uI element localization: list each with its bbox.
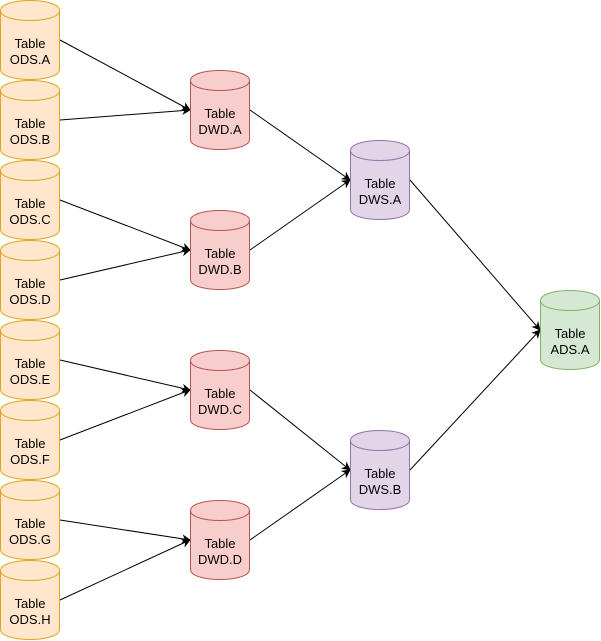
cylinder-top-rim — [190, 360, 250, 371]
edges-layer — [59, 39, 541, 601]
node-label-line2: DWD.C — [198, 402, 242, 417]
node-label-line1: Table — [204, 106, 235, 121]
node-label-line1: Table — [204, 536, 235, 551]
edge-ods-f-to-dwd-c — [59, 388, 191, 441]
cylinder-body — [190, 500, 250, 580]
node-label-line2: DWS.A — [359, 192, 402, 207]
node-label-line2: ODS.F — [10, 452, 50, 467]
cylinder-top-rim — [540, 300, 600, 311]
node-label-line1: Table — [14, 276, 45, 291]
edge-ods-h-to-dwd-d — [59, 539, 191, 601]
edge-dwd-a-to-dws-a — [249, 109, 351, 181]
cylinder-top-rim — [190, 510, 250, 521]
edge-ods-g-to-dwd-d — [59, 519, 191, 544]
node-label-line2: ADS.A — [550, 342, 589, 357]
cylinder-top-rim — [350, 150, 410, 161]
edge-ods-b-to-dwd-a — [59, 106, 191, 121]
cylinder-top-rim — [0, 570, 60, 581]
node-label-line1: Table — [554, 326, 585, 341]
cylinder-top-rim — [0, 170, 60, 181]
cylinder-body — [0, 320, 60, 400]
node-label-line2: ODS.E — [10, 372, 51, 387]
edge-dwd-d-to-dws-b — [249, 469, 351, 541]
edge-ods-c-to-dwd-b — [59, 199, 191, 252]
edge-dws-a-to-ads-a — [409, 179, 541, 331]
cylinder-body — [0, 480, 60, 560]
node-label-line1: Table — [14, 596, 45, 611]
node-label-line1: Table — [14, 36, 45, 51]
node-label-line1: Table — [14, 196, 45, 211]
cylinder-body — [0, 400, 60, 480]
node-label-line1: Table — [14, 516, 45, 531]
node-label-line2: DWD.D — [198, 552, 242, 567]
edge-dwd-c-to-dws-b — [249, 389, 351, 471]
edge-ods-a-to-dwd-a — [59, 39, 191, 111]
node-label-line2: ODS.H — [9, 612, 50, 627]
cylinder-top-rim — [350, 440, 410, 451]
edge-ods-d-to-dwd-b — [59, 247, 191, 281]
node-label-line1: Table — [14, 436, 45, 451]
cylinder-body — [0, 160, 60, 240]
node-label-line2: ODS.D — [9, 292, 50, 307]
cylinder-body — [190, 210, 250, 290]
node-label-line1: Table — [364, 176, 395, 191]
node-label-line2: ODS.C — [9, 212, 50, 227]
node-label-line2: DWD.A — [198, 122, 242, 137]
cylinder-body — [0, 0, 60, 80]
cylinder-body — [0, 240, 60, 320]
cylinder-top-rim — [0, 90, 60, 101]
cylinder-body — [190, 70, 250, 150]
cylinder-top-rim — [190, 80, 250, 91]
cylinder-top-rim — [0, 410, 60, 421]
node-label-line1: Table — [14, 116, 45, 131]
node-label-line2: DWD.B — [198, 262, 241, 277]
cylinder-body — [350, 430, 410, 510]
edge-ods-e-to-dwd-c — [59, 359, 191, 393]
cylinder-body — [190, 350, 250, 430]
node-label-line1: Table — [14, 356, 45, 371]
node-label-line1: Table — [204, 386, 235, 401]
node-label-line2: ODS.B — [10, 132, 50, 147]
node-label-line2: ODS.G — [9, 532, 51, 547]
node-label-line2: ODS.A — [10, 52, 51, 67]
cylinder-body — [0, 80, 60, 160]
node-label-line1: Table — [364, 466, 395, 481]
node-label-line1: Table — [204, 246, 235, 261]
cylinder-body — [0, 560, 60, 640]
cylinder-top-rim — [0, 10, 60, 21]
cylinder-body — [350, 140, 410, 220]
cylinder-top-rim — [0, 250, 60, 261]
node-label-line2: DWS.B — [359, 482, 402, 497]
cylinder-top-rim — [190, 220, 250, 231]
edge-dws-b-to-ads-a — [409, 329, 541, 471]
cylinder-body — [540, 290, 600, 370]
cylinder-top-rim — [0, 490, 60, 501]
edge-dwd-b-to-dws-a — [249, 179, 351, 251]
cylinder-top-rim — [0, 330, 60, 341]
